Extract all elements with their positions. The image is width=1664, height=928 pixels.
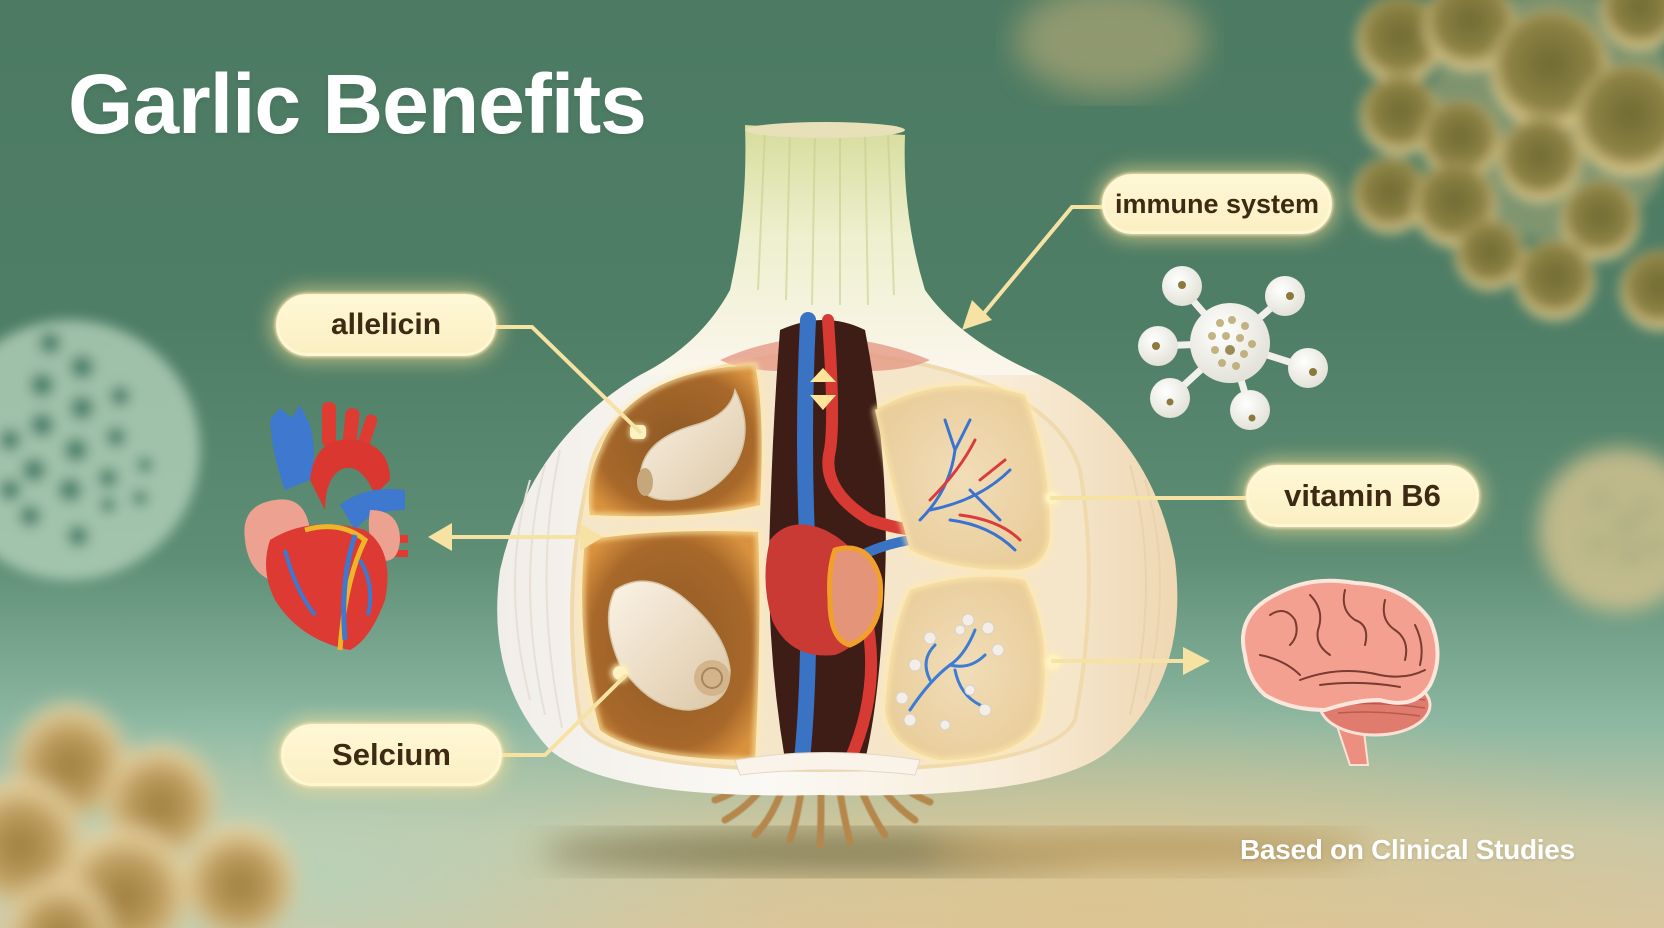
virus-molecule-icon xyxy=(1138,266,1328,430)
footer-note: Based on Clinical Studies xyxy=(1240,834,1575,865)
label-allelicin: allelicin xyxy=(276,294,496,356)
label-selcium-text: Selcium xyxy=(332,737,451,772)
garlic-bulb-cross-section-icon xyxy=(497,122,1178,849)
label-vitamin-b6: vitamin B6 xyxy=(1246,465,1479,527)
label-immune-system-text: immune system xyxy=(1114,188,1320,219)
label-vitamin-b6-text: vitamin B6 xyxy=(1284,478,1441,513)
heart-icon xyxy=(244,402,408,651)
label-allelicin-text: allelicin xyxy=(330,308,442,341)
label-immune-system: immune system xyxy=(1102,174,1332,234)
page-title: Garlic Benefits xyxy=(68,57,647,151)
heart-illustration xyxy=(240,400,410,655)
brain-illustration xyxy=(1230,575,1445,770)
garlic-bulb-illustration xyxy=(490,120,1190,860)
brain-icon xyxy=(1241,578,1440,766)
virus-illustration xyxy=(1130,258,1330,430)
label-selcium: Selcium xyxy=(281,724,502,786)
